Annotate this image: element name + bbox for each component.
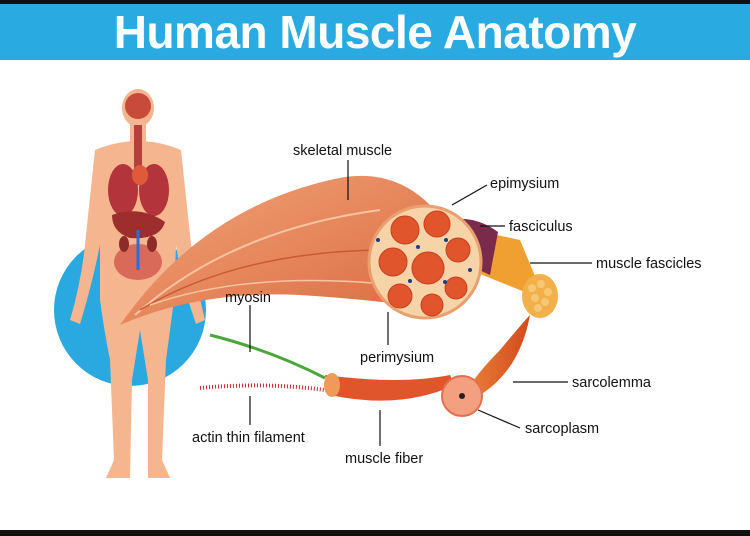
label-myosin: myosin (225, 290, 271, 306)
label-muscle-fascicles: muscle fascicles (596, 256, 702, 272)
actin-filament (199, 383, 326, 392)
label-fasciculus: fasciculus (509, 219, 573, 235)
muscle-fiber-strand (199, 315, 530, 417)
muscle-cross-section (367, 204, 483, 320)
leader-lines (249, 160, 592, 446)
top-border (0, 0, 750, 4)
label-muscle-fiber: muscle fiber (345, 451, 423, 467)
label-sarcolemma: sarcolemma (572, 375, 652, 391)
bottom-border (0, 530, 750, 536)
label-sarcoplasm: sarcoplasm (525, 421, 599, 437)
label-epimysium: epimysium (490, 176, 559, 192)
label-actin-thin-filament: actin thin filament (192, 430, 305, 446)
title-banner: Human Muscle Anatomy (0, 4, 750, 60)
page-title: Human Muscle Anatomy (113, 6, 637, 58)
skeletal-muscle-bundle (120, 175, 440, 325)
label-skeletal-muscle: skeletal muscle (293, 143, 392, 159)
label-perimysium: perimysium (360, 350, 434, 366)
myosin-filament (209, 333, 326, 380)
